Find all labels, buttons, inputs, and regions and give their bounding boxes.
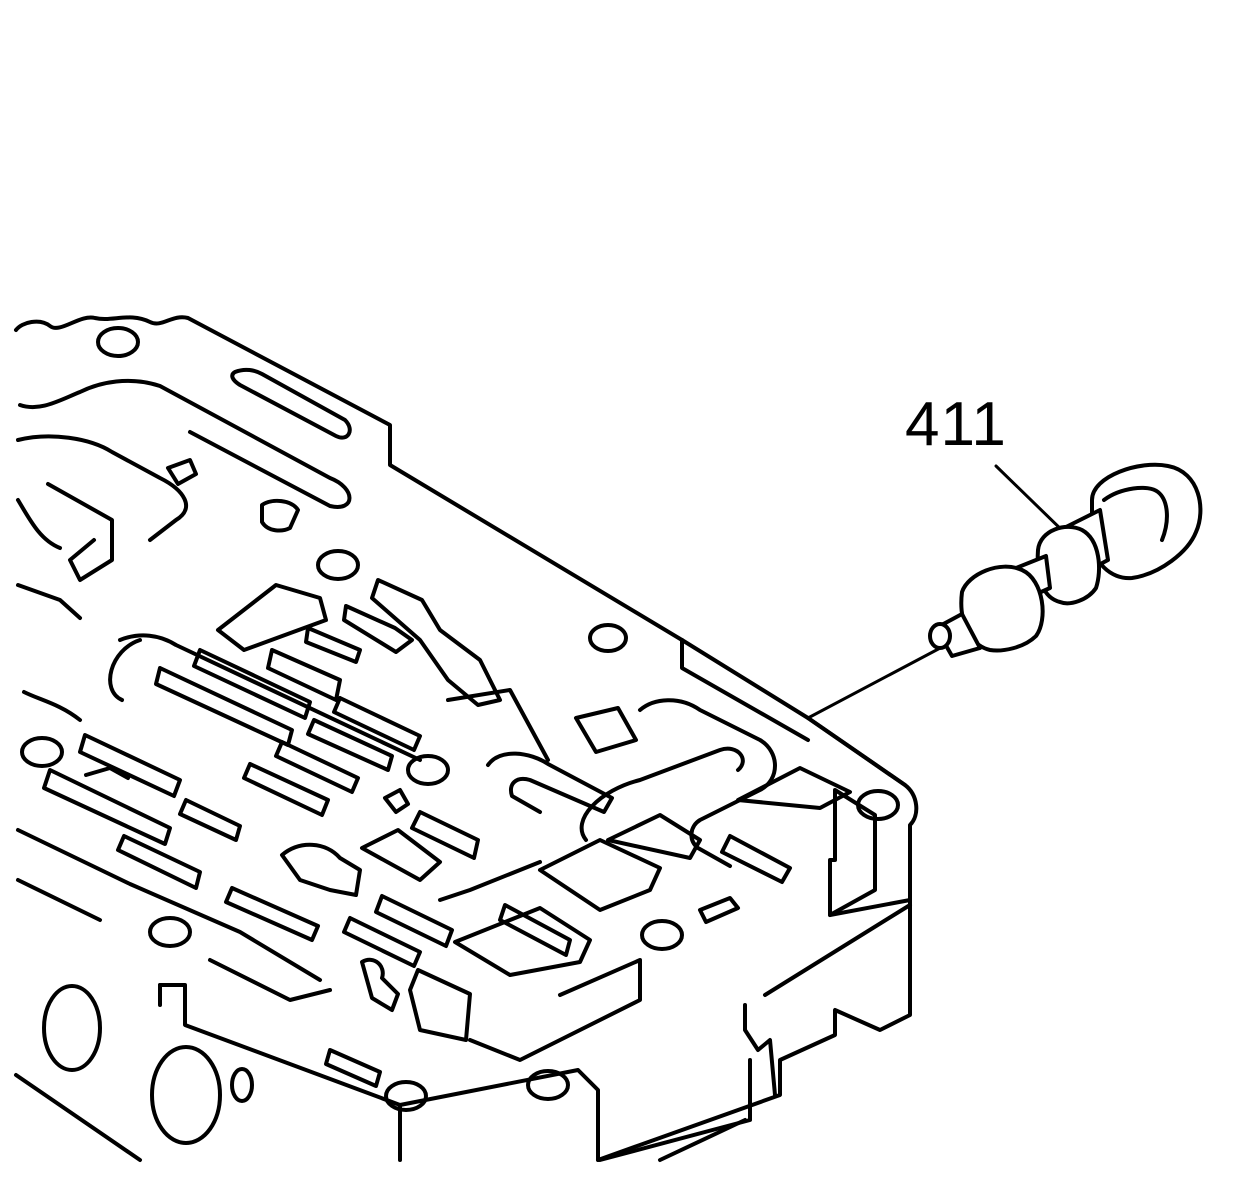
bore [230,1067,254,1103]
end-block [828,788,877,917]
mount-hole [96,326,140,358]
callout-label: 411 [905,390,1007,459]
valve-part-411 [928,462,1203,658]
mount-hole [526,1069,570,1101]
mount-hole [384,1080,428,1112]
mount-hole [856,789,900,821]
mount-hole [640,919,684,951]
bore [150,1045,222,1145]
leader-line [806,644,946,720]
fluid-channels [16,367,852,1088]
mount-hole [406,754,450,786]
mount-hole [148,916,192,948]
bore [42,984,102,1072]
valve-body-outline [14,315,919,1162]
mount-hole [316,549,360,581]
mount-hole [20,736,64,768]
mount-hole [588,623,628,653]
callout-leader [994,464,1070,538]
valve-body [14,315,919,1162]
